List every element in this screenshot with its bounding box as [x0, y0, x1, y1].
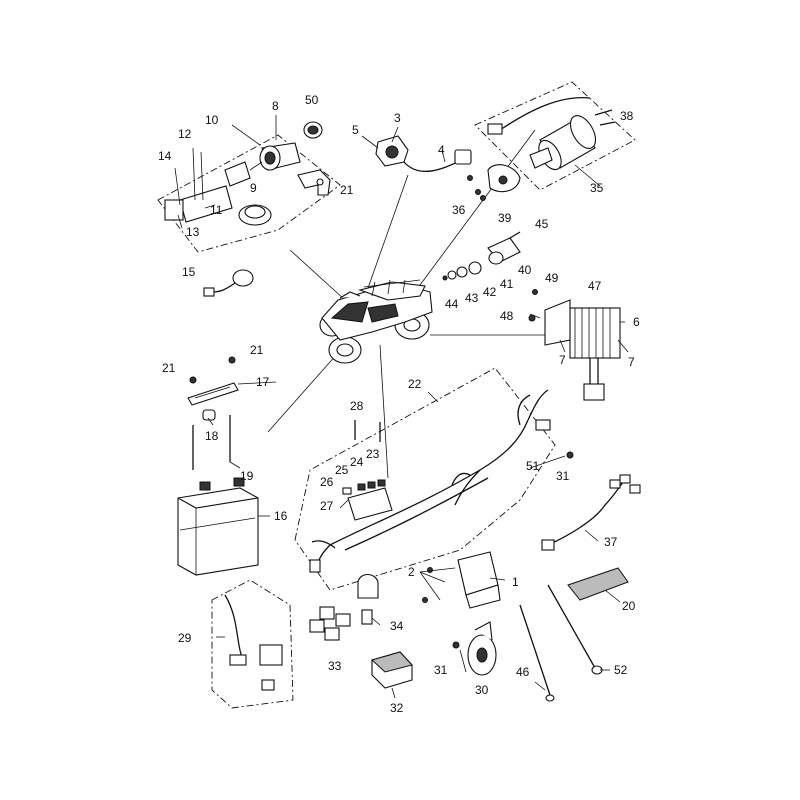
- callout-21a: 21: [340, 183, 354, 197]
- bolts: [467, 175, 486, 201]
- callout-8: 8: [272, 99, 279, 113]
- callout-leaders: [177, 115, 629, 699]
- grommet: [303, 121, 323, 139]
- connector-cable: [203, 269, 254, 297]
- callout-19: 19: [240, 469, 254, 483]
- callout-34: 34: [390, 619, 404, 633]
- callout-42: 42: [483, 285, 497, 299]
- callout-3: 3: [394, 111, 401, 125]
- callout-1: 1: [512, 575, 519, 589]
- callout-50: 50: [305, 93, 319, 107]
- callout-24: 24: [350, 455, 364, 469]
- cdi-unit: [422, 551, 501, 609]
- starter-motor: [487, 96, 616, 171]
- callout-22: 22: [408, 377, 422, 391]
- fuse-holder: [357, 573, 379, 625]
- callout-32: 32: [390, 701, 404, 715]
- callout-18: 18: [205, 429, 219, 443]
- callout-44: 44: [445, 297, 459, 311]
- flasher-unit: [371, 651, 413, 689]
- leader-line: [267, 344, 346, 433]
- group-outline-starter-motor: [474, 81, 636, 191]
- callout-14: 14: [158, 149, 172, 163]
- callout-31a: 31: [434, 663, 448, 677]
- connector-cable-37: [541, 474, 641, 551]
- leader-line: [289, 249, 346, 301]
- callout-49: 49: [545, 271, 559, 285]
- callout-45: 45: [535, 217, 549, 231]
- callout-21b: 21: [250, 343, 264, 357]
- leader-line: [379, 344, 389, 479]
- callout-37: 37: [604, 535, 618, 549]
- callout-5: 5: [352, 123, 359, 137]
- callout-6: 6: [633, 315, 640, 329]
- group-outline-handlebar-switch: [157, 134, 341, 253]
- callout-26: 26: [320, 475, 334, 489]
- battery-bracket: [187, 356, 239, 470]
- leader-line: [419, 129, 536, 286]
- callout-7b: 7: [628, 355, 635, 369]
- wire-harness: [309, 389, 551, 573]
- callout-33: 33: [328, 659, 342, 673]
- callout-7: 7: [559, 353, 566, 367]
- cable-tie-46: [519, 604, 555, 702]
- callout-38: 38: [620, 109, 634, 123]
- handlebar-cap: [238, 204, 272, 226]
- callout-43: 43: [465, 291, 479, 305]
- callout-9: 9: [250, 181, 257, 195]
- callout-4: 4: [438, 143, 445, 157]
- mounting-plate: [487, 164, 521, 193]
- callout-13: 13: [186, 225, 200, 239]
- group-outline-relay-harness: [211, 579, 294, 709]
- label-tag: [567, 567, 629, 601]
- voltage-regulator: [528, 289, 621, 401]
- callout-51: 51: [526, 459, 540, 473]
- callout-30: 30: [475, 683, 489, 697]
- battery: [177, 477, 259, 576]
- callout-23: 23: [366, 447, 380, 461]
- callout-31b: 31: [556, 469, 570, 483]
- callout-48: 48: [500, 309, 514, 323]
- callout-25: 25: [335, 463, 349, 477]
- callout-numbers: 1 2 3 4 5 6 7 7 8 9 10 11 12 13 14 15 16…: [158, 93, 640, 715]
- callout-36: 36: [452, 203, 466, 217]
- callout-12: 12: [178, 127, 192, 141]
- callout-41: 41: [500, 277, 514, 291]
- callout-20: 20: [622, 599, 636, 613]
- relays: [309, 606, 351, 641]
- group-outline-wire-harness: [294, 367, 556, 591]
- callout-52: 52: [614, 663, 628, 677]
- horn: [452, 621, 497, 676]
- cable-tie-52: [547, 584, 603, 675]
- ignition-switch: [361, 135, 472, 172]
- callout-46: 46: [516, 665, 530, 679]
- screw: [566, 451, 574, 459]
- leader-line: [367, 174, 409, 289]
- switch-bracket: [297, 169, 331, 196]
- callout-29: 29: [178, 631, 192, 645]
- callout-16: 16: [274, 509, 288, 523]
- sensor-assembly: [442, 231, 521, 281]
- callout-15: 15: [182, 265, 196, 279]
- handlebar-throttle-switch: [224, 142, 301, 187]
- callout-35: 35: [590, 181, 604, 195]
- callout-11: 11: [210, 203, 223, 217]
- atv-vehicle: [319, 279, 433, 364]
- callout-28: 28: [350, 399, 364, 413]
- callout-27: 27: [320, 499, 334, 513]
- callout-21c: 21: [162, 361, 176, 375]
- callout-40: 40: [518, 263, 532, 277]
- callout-2: 2: [408, 565, 415, 579]
- callout-10: 10: [205, 113, 219, 127]
- callout-17: 17: [256, 375, 270, 389]
- callout-39: 39: [498, 211, 512, 225]
- throttle-grip: [164, 185, 233, 223]
- relay-harness: [224, 594, 283, 691]
- callout-47: 47: [588, 279, 602, 293]
